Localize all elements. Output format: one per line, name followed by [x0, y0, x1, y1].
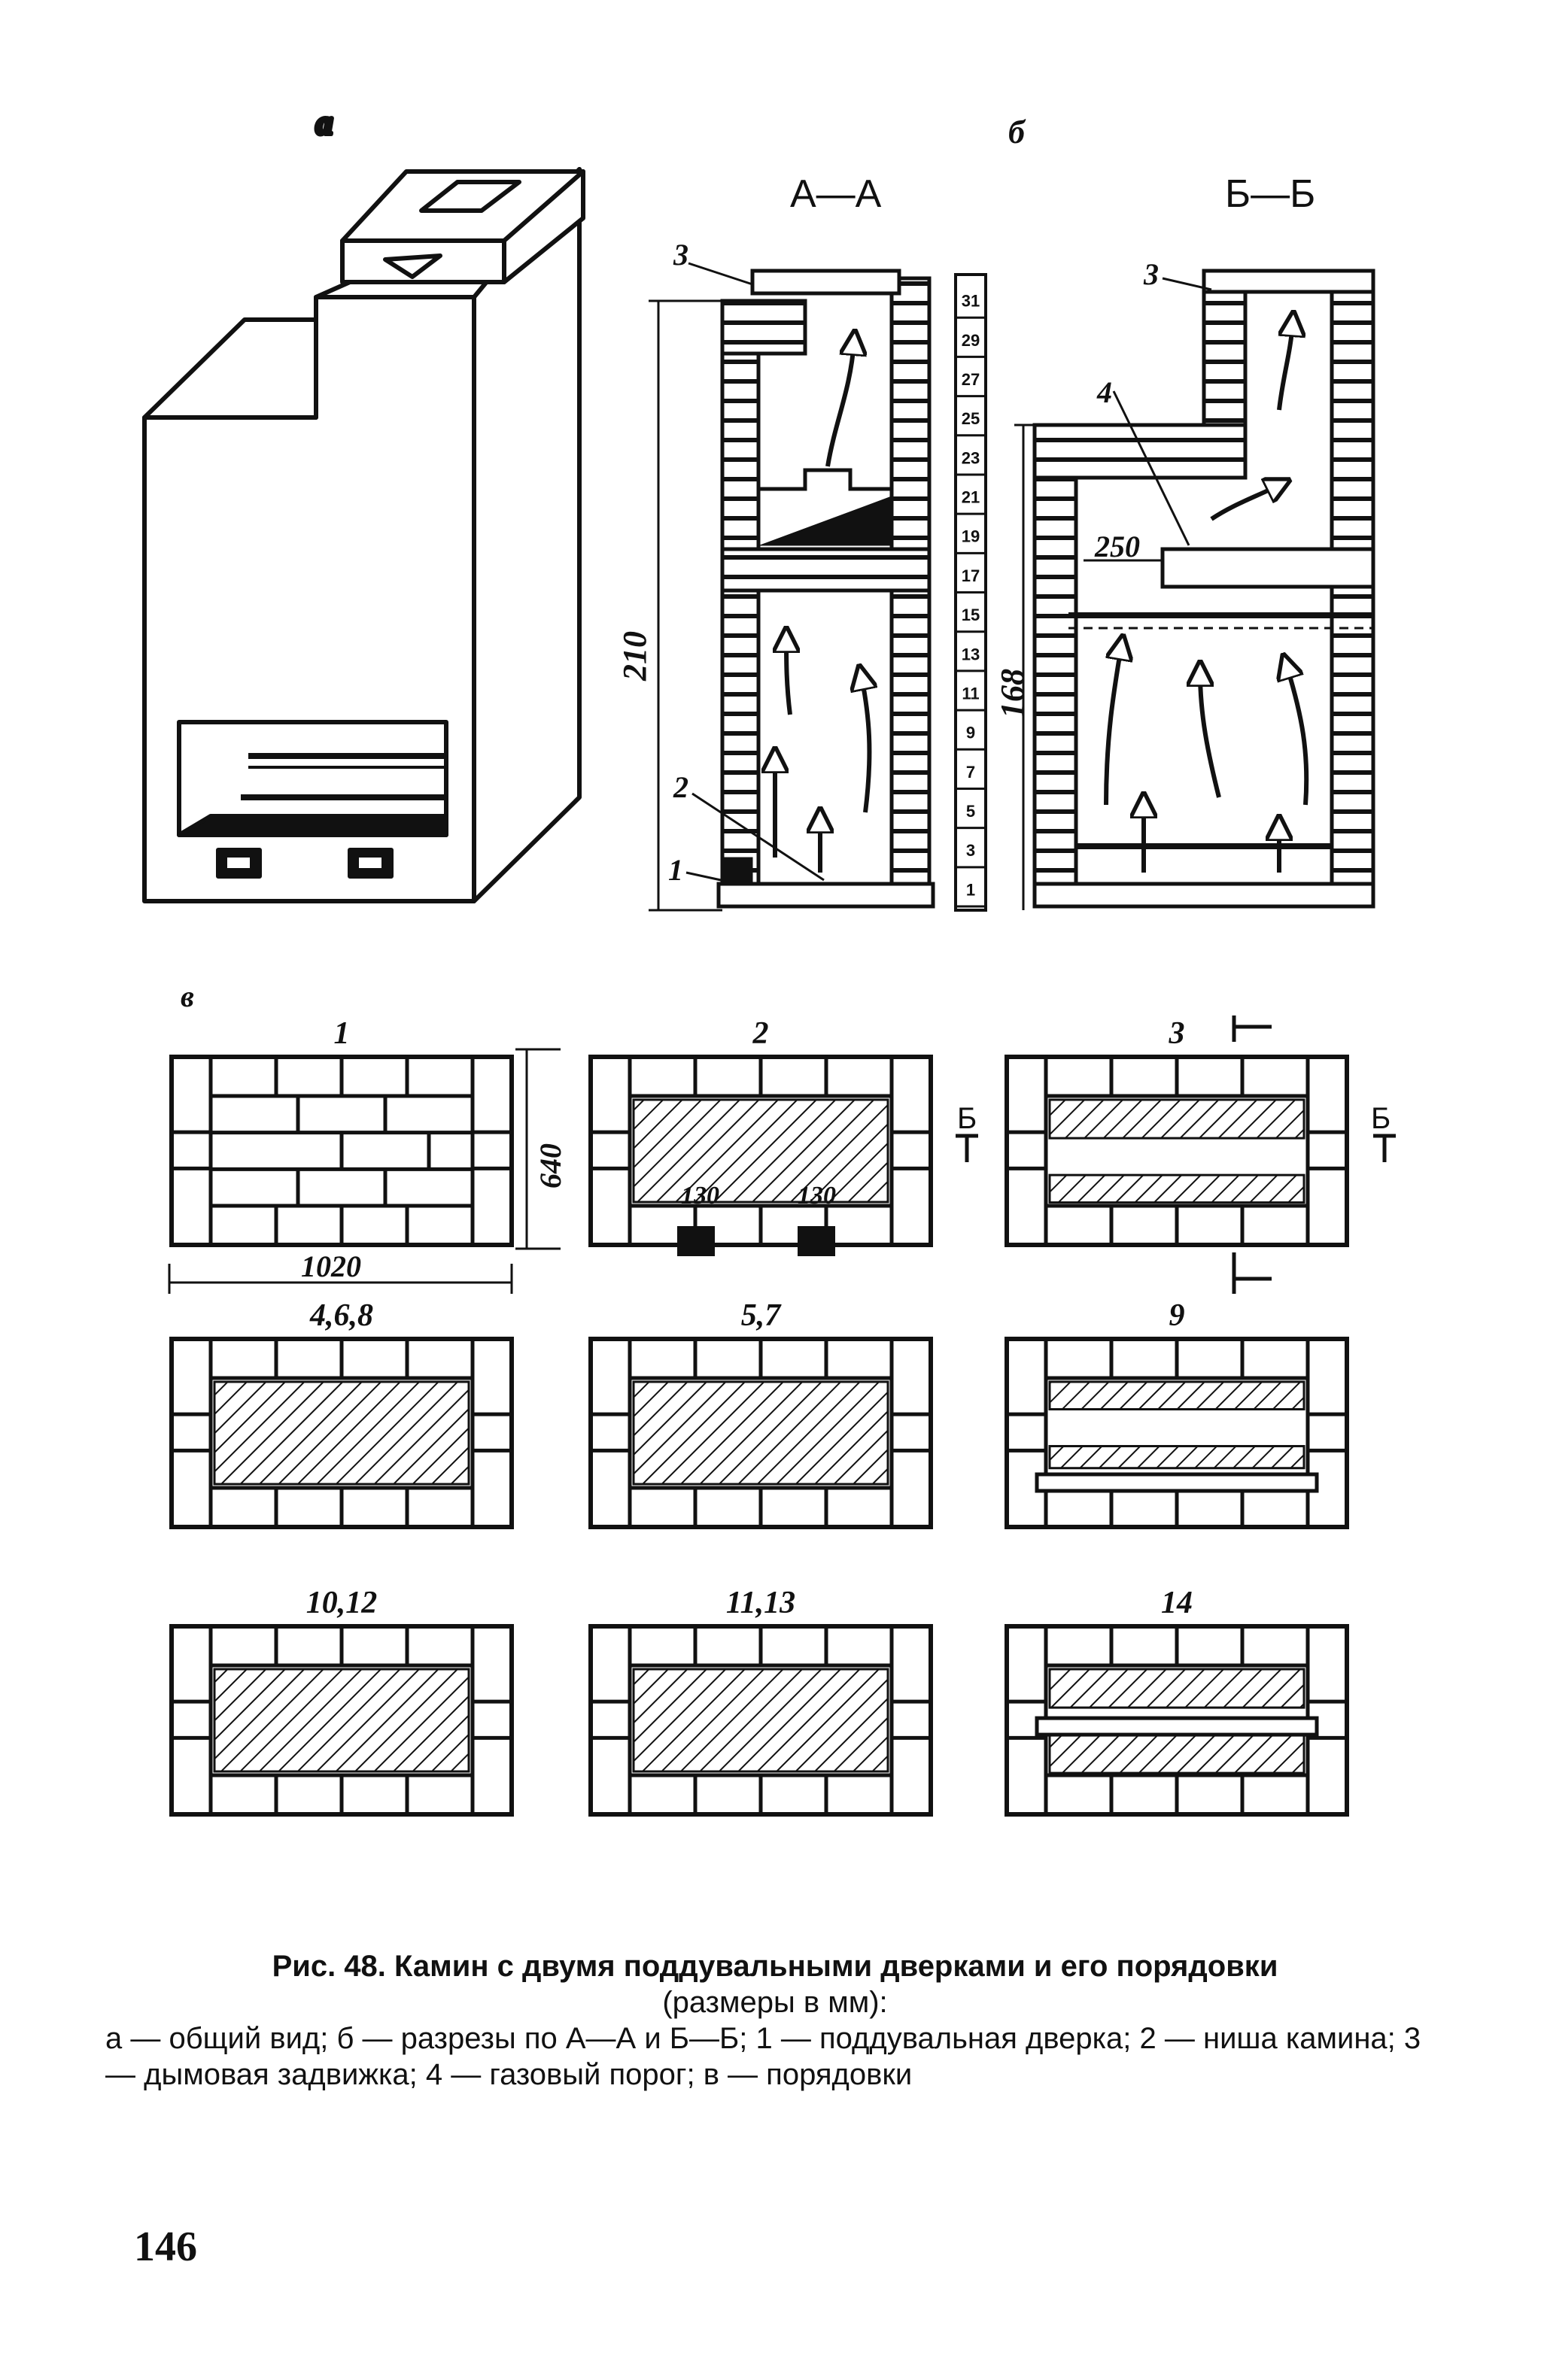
- bb-callout-3: 3: [1143, 257, 1159, 291]
- dim-210: 210: [616, 631, 653, 682]
- chimney-flue-opening: [419, 180, 521, 213]
- cut-b-right: Б: [1371, 1102, 1391, 1135]
- dim-130-right: 130: [798, 1182, 836, 1210]
- chimney-side: [502, 169, 585, 284]
- course-plan: 11,13: [588, 1586, 933, 1817]
- cut-b-left: Б: [957, 1102, 977, 1135]
- course-plan-label: 1: [334, 1016, 350, 1051]
- course-number: 17: [962, 566, 980, 585]
- course-number: 7: [966, 763, 975, 782]
- course-number: 9: [966, 724, 975, 742]
- bb-left-wall: [1032, 423, 1078, 909]
- general-view: а: [142, 102, 585, 903]
- course-plan: 3: [1005, 1016, 1349, 1247]
- course-number: 5: [966, 802, 975, 821]
- course-plan-label: 2: [752, 1016, 769, 1051]
- course-plan: 4,6,8: [169, 1298, 514, 1529]
- dim-1020: 1020: [301, 1249, 361, 1283]
- sections: б А—А Б—Б 210: [616, 114, 1375, 912]
- dim-250: 250: [1094, 530, 1140, 563]
- course-number: 23: [962, 448, 980, 467]
- dim-130-left: 130: [681, 1182, 719, 1210]
- label-part-a: а: [316, 105, 333, 141]
- course-plan: 5,7: [588, 1298, 933, 1529]
- figure-caption: Рис. 48. Камин с двумя поддувальными две…: [105, 1948, 1445, 2093]
- course-number: 31: [962, 292, 980, 311]
- course-plan-label: 14: [1161, 1586, 1193, 1620]
- course-plan: 1: [169, 1016, 514, 1247]
- course-plan: 2: [588, 1016, 933, 1247]
- section-bb: 168 250 3: [994, 257, 1375, 910]
- course-number: 19: [962, 527, 980, 546]
- fireplace-upper-face: [142, 317, 318, 420]
- course-plan: 14: [1005, 1586, 1349, 1817]
- course-plan-label: 11,13: [726, 1586, 795, 1620]
- label-section-aa: А—А: [790, 172, 882, 216]
- page-number: 146: [134, 2224, 197, 2270]
- aa-callout-1: 1: [668, 853, 683, 887]
- caption-title: Рис. 48. Камин с двумя поддувальными две…: [272, 1950, 1278, 1983]
- course-plan: 9: [1005, 1298, 1349, 1529]
- course-number: 1: [966, 880, 975, 899]
- course-number: 29: [962, 331, 980, 350]
- aa-left-wall: [720, 299, 761, 901]
- dim-168: 168: [994, 669, 1031, 718]
- dim-640: 640: [533, 1143, 567, 1188]
- section-aa: 210 3 2 1: [616, 238, 935, 912]
- course-number: 11: [962, 684, 979, 703]
- course-number: 3: [966, 841, 975, 860]
- course-number: 27: [962, 370, 980, 389]
- bb-callout-4: 4: [1096, 375, 1112, 409]
- course-plan-label: 4,6,8: [309, 1298, 373, 1333]
- aa-callout-3: 3: [673, 238, 688, 272]
- course-number: 15: [962, 606, 980, 624]
- label-part-b: б: [1008, 114, 1026, 150]
- label-section-bb: Б—Б: [1225, 172, 1315, 216]
- caption-subtitle: (размеры в мм):: [662, 1986, 888, 2019]
- course-plan-label: 3: [1169, 1016, 1185, 1051]
- course-plan-label: 9: [1169, 1298, 1185, 1333]
- gas-threshold: [1160, 547, 1375, 589]
- course-plan: 10,12: [169, 1586, 514, 1817]
- caption-legend: а — общий вид; б — разрезы по А—А и Б—Б;…: [105, 2022, 1421, 2091]
- damper-handle: [383, 253, 442, 279]
- course-plan-label: 10,12: [306, 1586, 378, 1620]
- course-number: 25: [962, 409, 980, 428]
- aa-callout-2: 2: [673, 770, 688, 804]
- course-number: 13: [962, 645, 980, 663]
- course-number: 21: [962, 488, 980, 507]
- label-part-v: в: [181, 979, 194, 1013]
- course-plan-label: 5,7: [741, 1298, 783, 1333]
